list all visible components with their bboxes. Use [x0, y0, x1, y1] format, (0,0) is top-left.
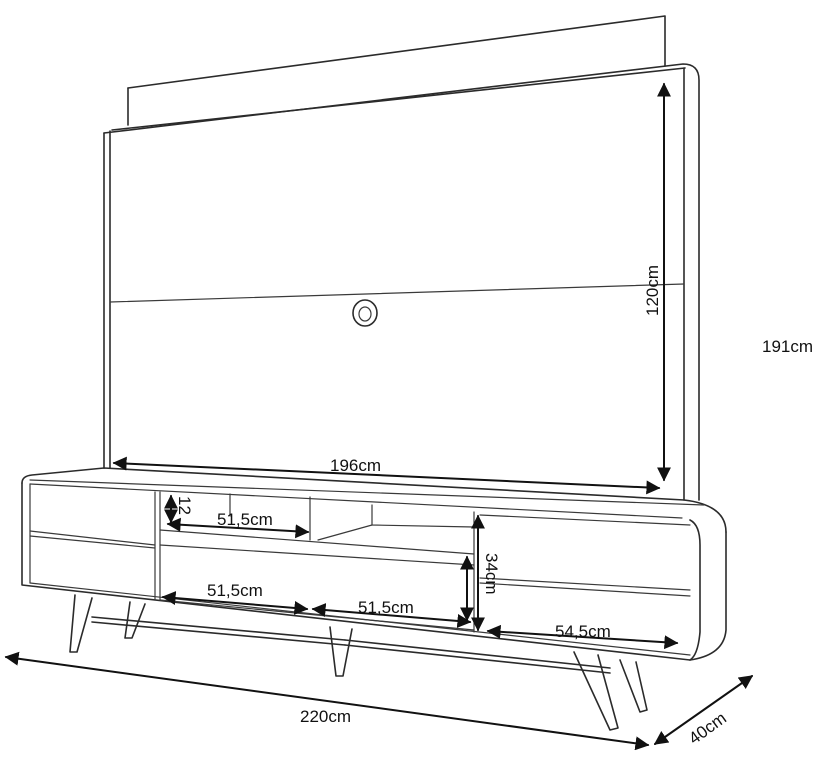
- label-drawer-height: 34cm: [482, 553, 501, 595]
- dim-side-door-line: [486, 624, 679, 650]
- cable-hole: [352, 299, 378, 327]
- label-drawer-right: 51,5cm: [358, 598, 414, 617]
- label-drawer-left: 51,5cm: [207, 581, 263, 600]
- label-total-width: 220cm: [300, 707, 351, 726]
- dim-panel-width-line: [112, 456, 661, 495]
- dim-drawer-left-line: [161, 591, 309, 615]
- back-panel: [127, 15, 666, 126]
- rack-body: [21, 467, 727, 661]
- label-total-height: 191cm: [762, 337, 813, 356]
- front-panel: [103, 63, 700, 501]
- label-side-door: 54,5cm: [555, 622, 611, 641]
- dim-depth-line: [653, 675, 754, 745]
- dim-total-width-line: [4, 651, 650, 751]
- dimension-lines: [4, 82, 754, 751]
- dim-drawer-right-line: [311, 603, 472, 628]
- label-panel-width: 196cm: [330, 456, 381, 475]
- label-niche-height: 12: [175, 496, 194, 515]
- label-panel-height: 120cm: [643, 265, 662, 316]
- label-niche-width: 51,5cm: [217, 510, 273, 529]
- label-depth: 40cm: [685, 708, 730, 748]
- dim-niche-width-line: [166, 517, 310, 539]
- dimension-labels: 196cm 120cm 191cm 12 51,5cm 51,5cm 51,5c…: [175, 265, 813, 748]
